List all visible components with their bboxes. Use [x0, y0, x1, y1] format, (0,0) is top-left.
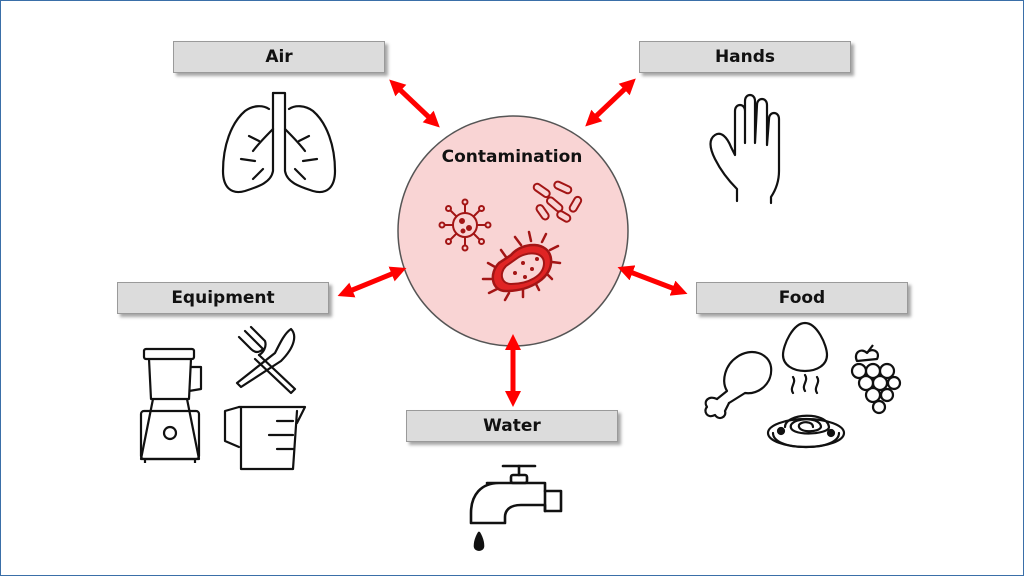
- lungs-icon: [221, 91, 337, 194]
- label-air: Air: [173, 41, 385, 73]
- center-title: Contamination: [442, 147, 583, 167]
- fork-knife-icon: [235, 325, 297, 395]
- egg-icon: [781, 321, 829, 373]
- label-equipment: Equipment: [117, 282, 329, 314]
- label-water-text: Water: [483, 416, 541, 436]
- hand-icon: [709, 93, 781, 205]
- blender-icon: [139, 347, 203, 463]
- virus-icon: [438, 198, 492, 252]
- label-air-text: Air: [265, 47, 293, 67]
- bacilli-icon: [532, 180, 583, 223]
- label-food-text: Food: [778, 288, 826, 308]
- chicken-leg-icon: [704, 350, 773, 420]
- arrow-air: [389, 79, 440, 128]
- label-hands-text: Hands: [714, 47, 776, 67]
- label-equipment-text: Equipment: [171, 288, 275, 308]
- label-hands: Hands: [639, 41, 851, 73]
- arrow-hands: [585, 78, 636, 127]
- pasta-plate-icon: [766, 373, 846, 449]
- faucet-icon: [469, 464, 563, 552]
- label-food: Food: [696, 282, 908, 314]
- label-water: Water: [406, 410, 618, 442]
- bacterium-icon: [481, 230, 562, 302]
- arrow-food: [617, 265, 688, 296]
- grapes-icon: [850, 344, 902, 415]
- arrow-equipment: [337, 266, 407, 298]
- arrows: [337, 78, 688, 408]
- measuring-cup-icon: [223, 405, 307, 471]
